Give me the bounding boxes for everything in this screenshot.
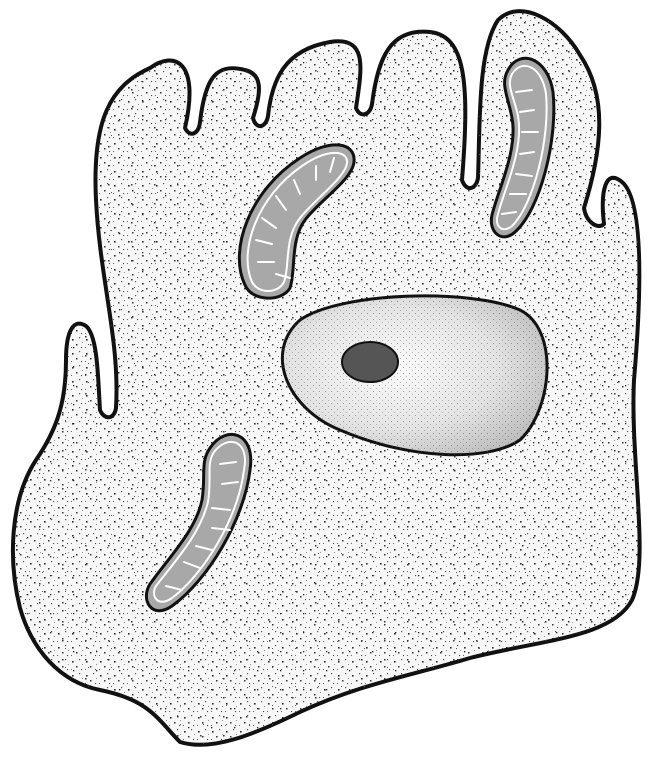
nucleolus xyxy=(342,342,398,382)
